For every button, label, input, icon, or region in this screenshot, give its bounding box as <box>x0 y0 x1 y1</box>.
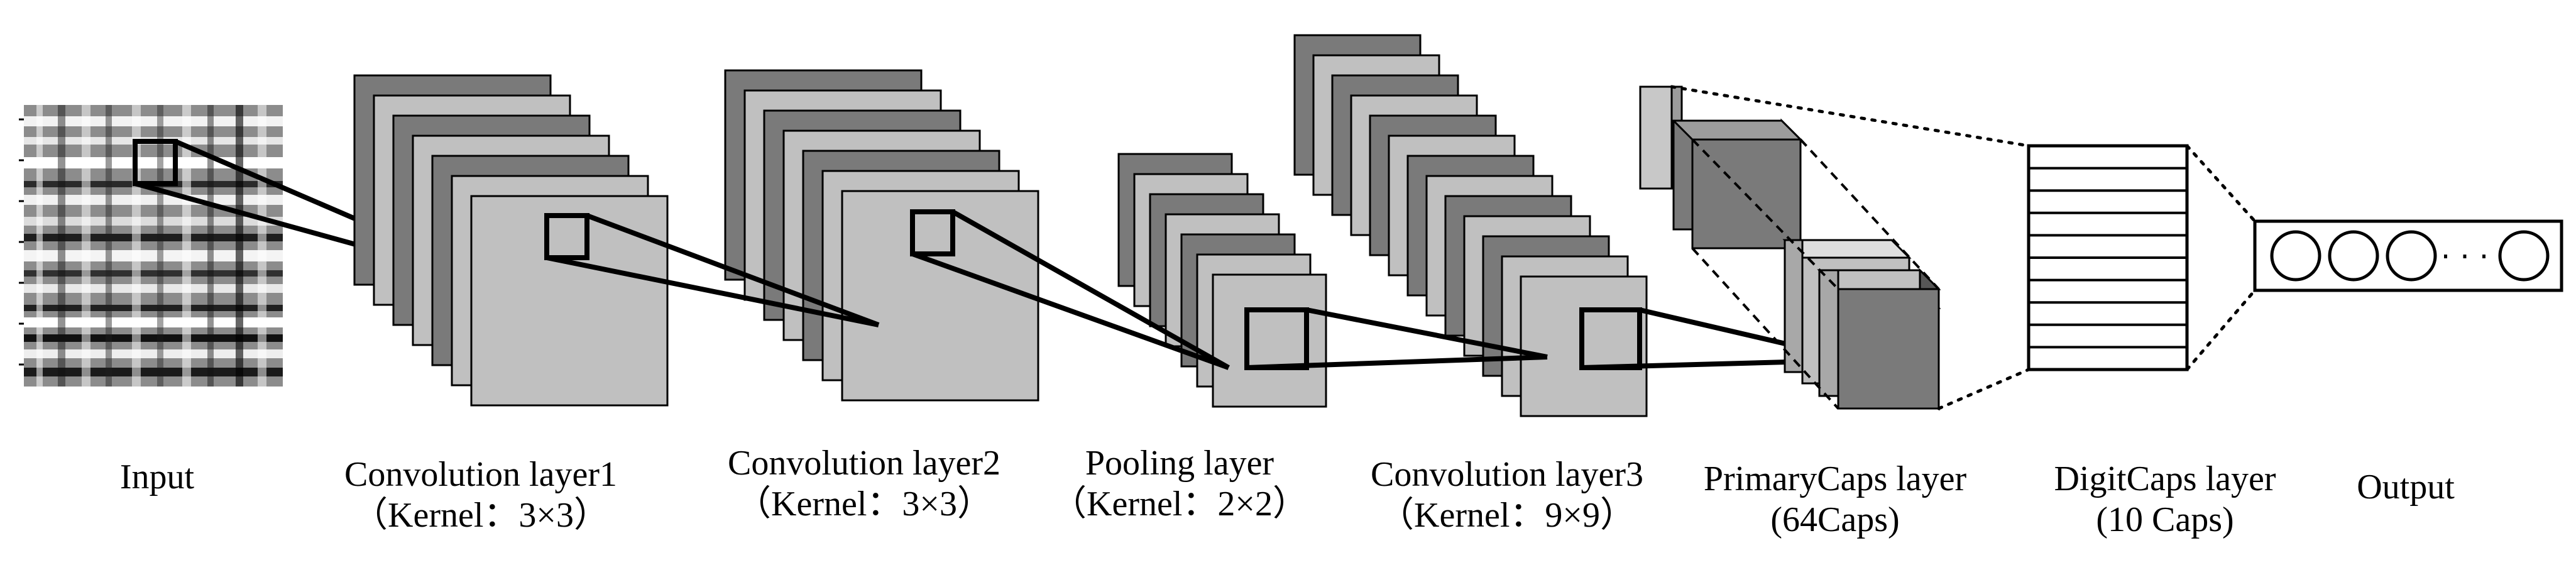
layer-title: DigitCaps layer <box>2054 459 2276 498</box>
layer-label-conv3: Convolution layer3 （Kernel：9×9） <box>1371 454 1643 536</box>
input-texture <box>24 105 283 387</box>
layer-kernel: （Kernel：2×2） <box>1051 484 1308 524</box>
feature-map-front <box>470 195 669 407</box>
pool-conv3-connection <box>1244 307 1548 370</box>
input-ticks <box>19 118 24 366</box>
primarycaps-digitcaps-connection <box>1670 85 2031 410</box>
digitcaps-output-connection <box>2185 144 2257 371</box>
conv3-feature-maps <box>1293 34 1648 417</box>
conv2-feature-maps <box>724 69 1039 402</box>
circle-icon <box>2386 230 2437 282</box>
layer-caps: (10 Caps) <box>2096 500 2234 539</box>
circle-icon <box>2498 230 2550 282</box>
feature-map-front <box>841 190 1039 402</box>
circle-icon <box>2270 230 2321 282</box>
conv1-feature-maps <box>353 74 669 407</box>
layer-kernel: （Kernel：9×9） <box>1379 495 1635 535</box>
conv2-pool-connection <box>910 209 1230 370</box>
layer-label-digitcaps: DigitCaps layer (10 Caps) <box>2054 459 2276 540</box>
conv1-conv2-connection <box>544 213 880 327</box>
output-vector: · · · <box>2253 219 2563 292</box>
circle-icon <box>2328 230 2379 282</box>
layer-label-output: Output <box>2357 467 2455 508</box>
layer-label-conv2: Convolution layer2 （Kernel：3×3） <box>728 443 1000 525</box>
digitcaps-block <box>2027 144 2189 371</box>
feature-map-front <box>1212 273 1327 408</box>
layer-title: Input <box>119 458 195 496</box>
layer-title: Convolution layer2 <box>728 444 1000 483</box>
layer-title: Convolution layer1 <box>344 455 617 494</box>
primarycaps-upper-group <box>1639 85 1803 251</box>
input-image <box>19 105 283 387</box>
layer-label-primarycaps: PrimaryCaps layer (64Caps) <box>1704 459 1966 540</box>
layer-caps: (64Caps) <box>1770 500 1900 539</box>
ellipsis-icon: · · · <box>2441 239 2489 275</box>
layer-label-pool: Pooling layer （Kernel：2×2） <box>1051 443 1308 525</box>
pooling-feature-maps <box>1117 153 1327 408</box>
layer-label-conv1: Convolution layer1 （Kernel：3×3） <box>344 454 617 536</box>
layer-kernel: （Kernel：3×3） <box>353 495 609 535</box>
layer-title: PrimaryCaps layer <box>1703 459 1967 498</box>
primarycaps-lower-group <box>1782 239 1941 411</box>
layer-kernel: （Kernel：3×3） <box>736 484 992 524</box>
layer-title: Output <box>2357 468 2455 507</box>
input-kernel-window <box>133 139 178 186</box>
layer-label-input: Input <box>120 457 194 498</box>
primarycaps-dashed-links <box>1691 138 1940 410</box>
primarycaps-capsules <box>1639 85 1941 411</box>
layer-title: Convolution layer3 <box>1371 455 1643 494</box>
layer-title: Pooling layer <box>1085 444 1274 483</box>
